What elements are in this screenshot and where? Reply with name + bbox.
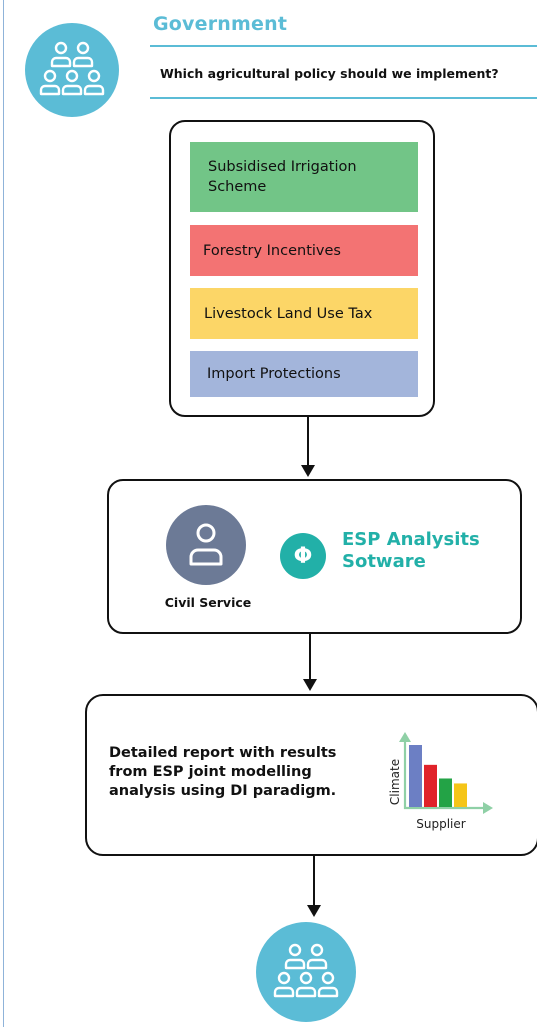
mini-chart-bar bbox=[409, 745, 422, 807]
policy-option-livestock-tax: Livestock Land Use Tax bbox=[190, 288, 418, 339]
flow-arrow-1-line bbox=[307, 415, 309, 466]
government-title: Government bbox=[153, 13, 288, 35]
report-mini-chart: Climate Supplier bbox=[383, 722, 495, 836]
policy-option-forestry: Forestry Incentives bbox=[190, 225, 418, 276]
chart-x-label: Supplier bbox=[416, 817, 466, 831]
policy-question: Which agricultural policy should we impl… bbox=[160, 66, 499, 81]
policy-option-label: Subsidised Irrigation Scheme bbox=[208, 159, 357, 195]
report-box: Detailed report with results from ESP jo… bbox=[85, 694, 537, 856]
mini-chart-bar bbox=[439, 778, 452, 807]
flow-arrow-2-line bbox=[309, 633, 311, 680]
page-left-border bbox=[3, 0, 4, 1027]
policy-option-label: Forestry Incentives bbox=[203, 242, 341, 259]
esp-software-title: ESP Analysits Sotware bbox=[342, 529, 480, 573]
mini-chart-bar bbox=[454, 783, 467, 807]
flow-arrow-1-head bbox=[301, 465, 315, 477]
public-people-icon bbox=[256, 922, 356, 1022]
civil-service-person-icon bbox=[166, 505, 246, 585]
civil-service-label: Civil Service bbox=[164, 595, 252, 610]
esp-software-line2: Sotware bbox=[342, 551, 426, 572]
policy-option-label: Livestock Land Use Tax bbox=[204, 305, 373, 322]
flow-arrow-3-line bbox=[313, 855, 315, 906]
chart-y-label: Climate bbox=[388, 759, 402, 805]
report-description: Detailed report with results from ESP jo… bbox=[109, 745, 337, 799]
civil-service-box: Civil Service Φ ESP Analysits Sotware bbox=[107, 479, 522, 634]
header-divider-bottom bbox=[150, 97, 537, 99]
esp-software-line1: ESP Analysits bbox=[342, 529, 480, 550]
mini-chart-bar bbox=[424, 764, 437, 807]
header-divider-top bbox=[150, 45, 537, 47]
flow-arrow-2-head bbox=[303, 679, 317, 691]
policy-options-box: Subsidised Irrigation Scheme Forestry In… bbox=[169, 120, 435, 417]
policy-option-import-protections: Import Protections bbox=[190, 351, 418, 397]
policy-option-label: Import Protections bbox=[207, 366, 341, 382]
flow-arrow-3-head bbox=[307, 905, 321, 917]
government-people-icon bbox=[25, 23, 119, 117]
policy-option-irrigation: Subsidised Irrigation Scheme bbox=[190, 142, 418, 212]
esp-phi-logo-icon: Φ bbox=[280, 533, 326, 579]
